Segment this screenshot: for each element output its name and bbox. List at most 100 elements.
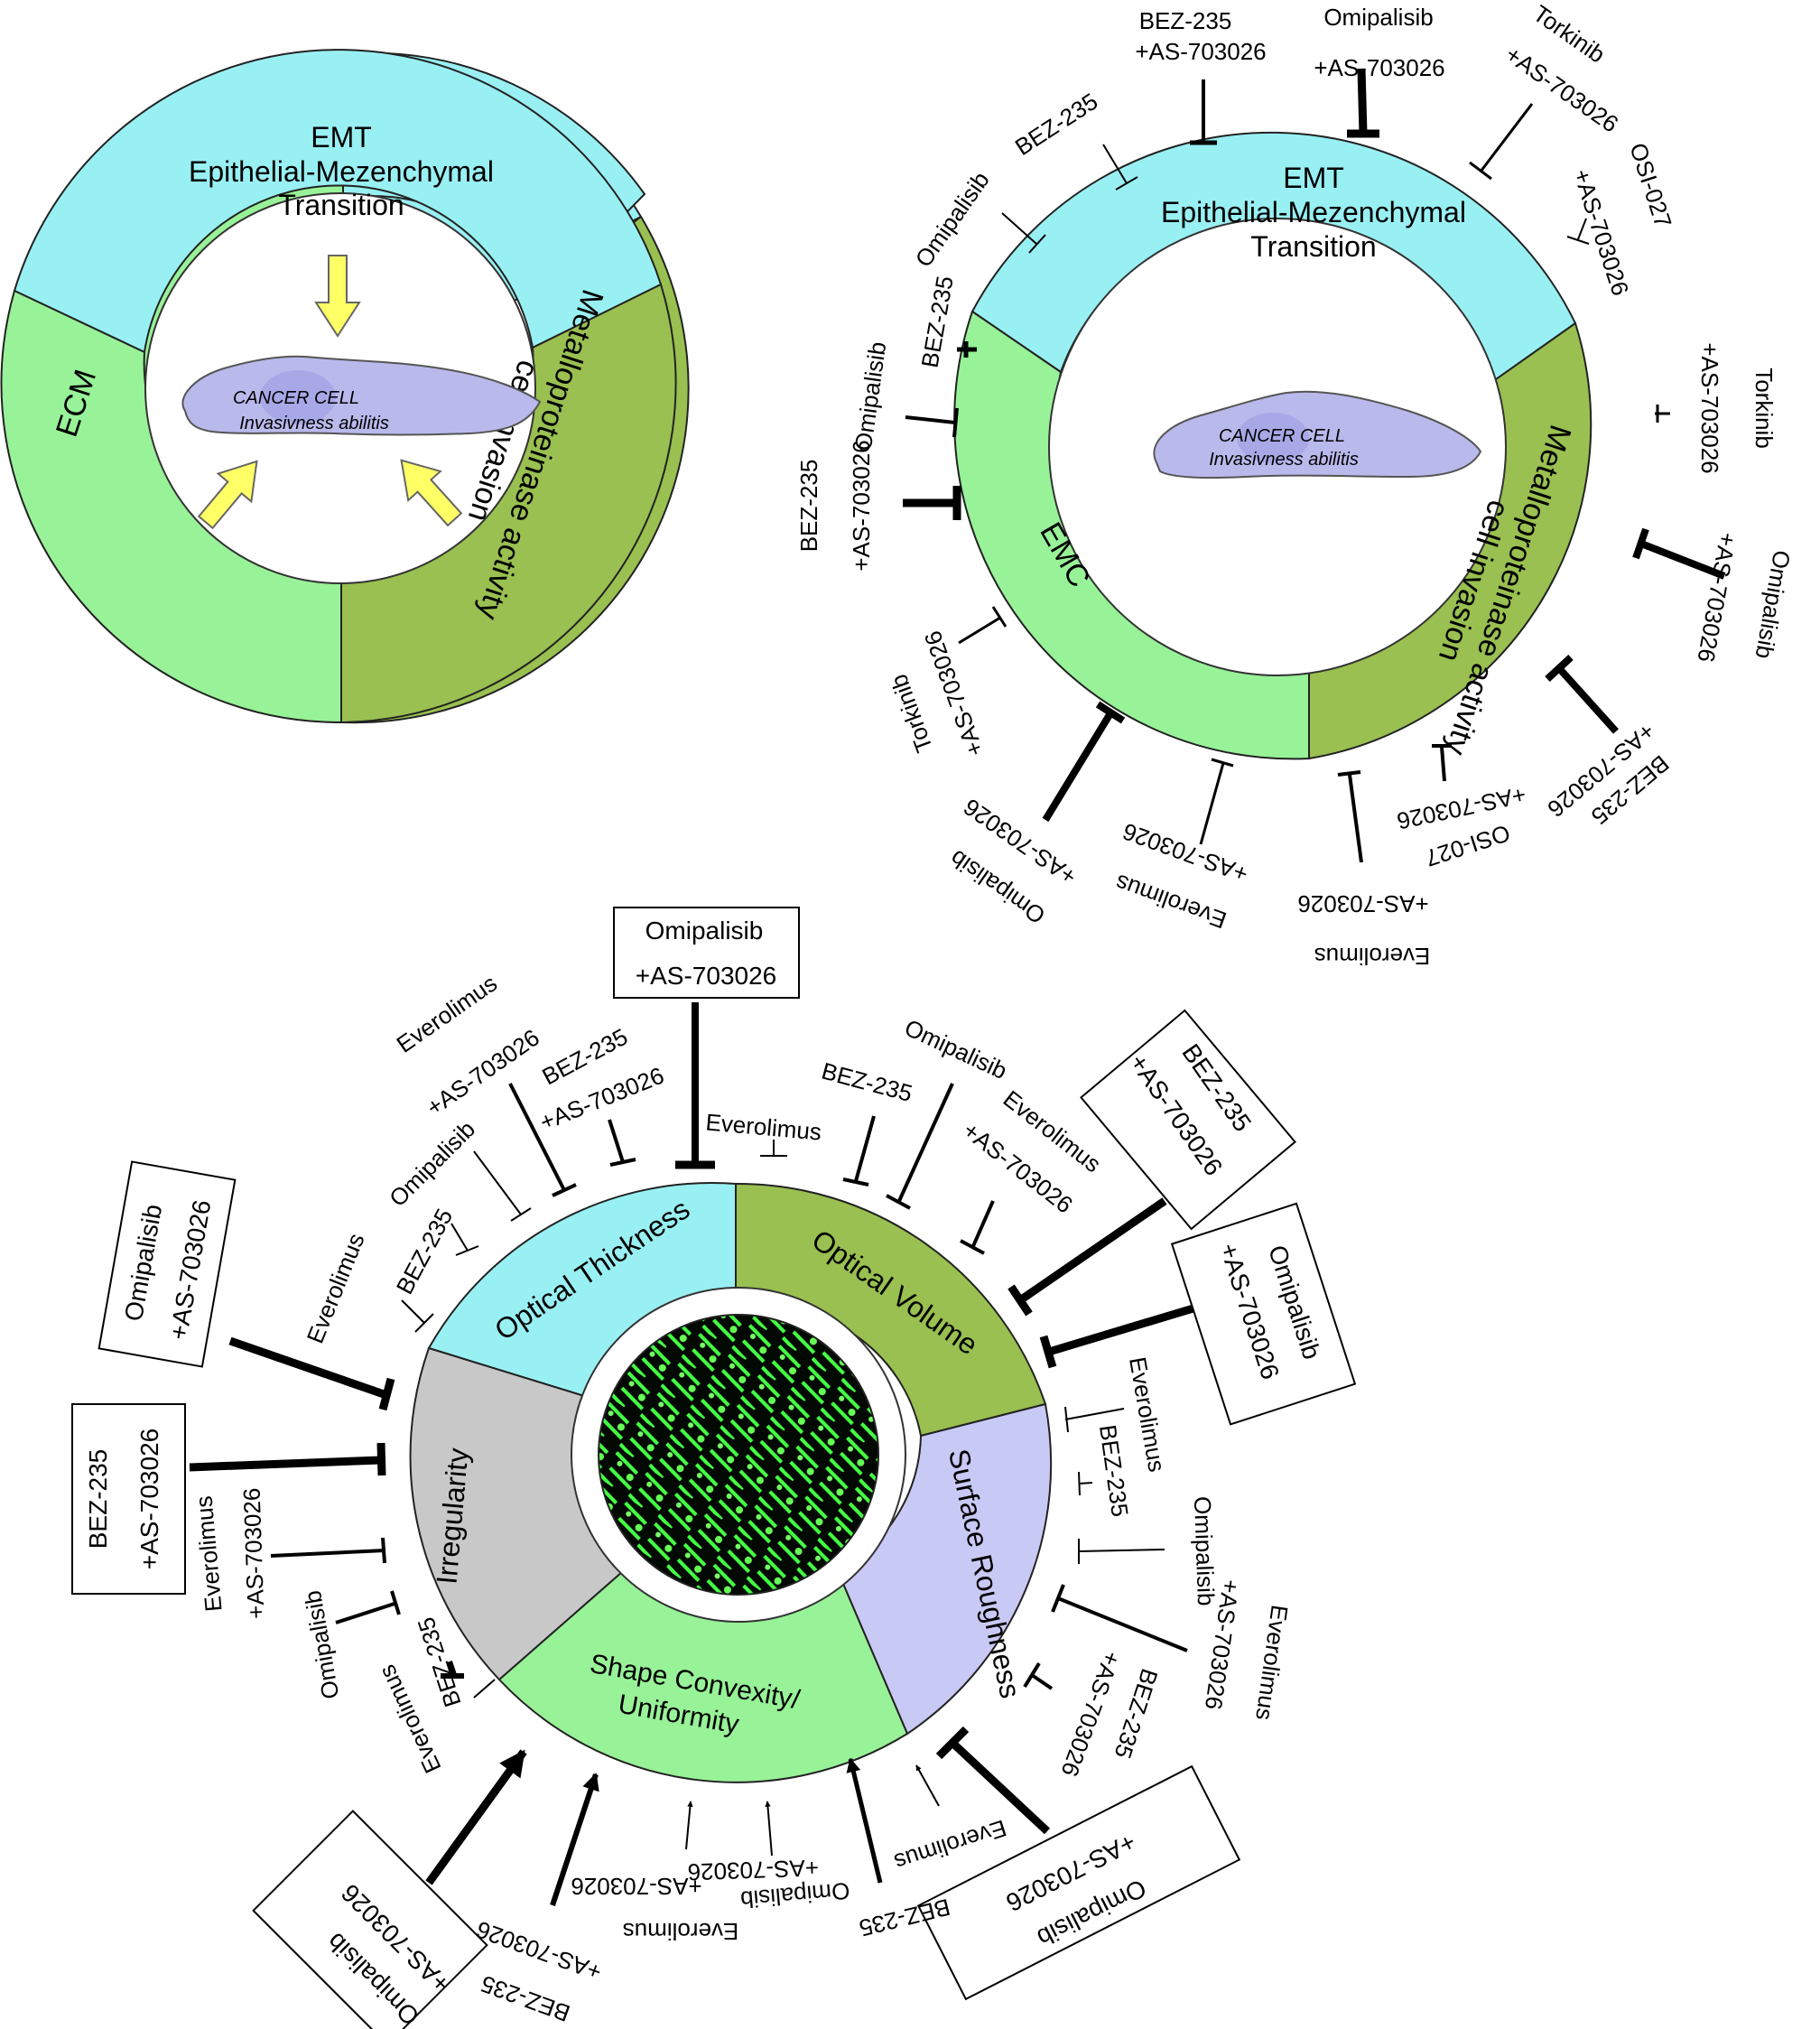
d3-c1-arrow: [915, 1764, 940, 1807]
d2-cell-line2: Invasivness abilitis: [1209, 450, 1359, 470]
d3-v2: BEZ-235: [819, 1057, 915, 1108]
d3-i3: Omipalisib: [299, 1588, 345, 1701]
d3-r4-line: [1051, 1584, 1188, 1652]
d2-inh-3: [1469, 103, 1534, 181]
d3-box-i5: [71, 1403, 186, 1595]
d1-arrow-down: [314, 255, 361, 338]
d3-r2: BEZ-235: [1094, 1423, 1134, 1519]
d3-c4-a: Everolimus: [623, 1918, 739, 1945]
d3-r3: Omipalisib: [1189, 1496, 1220, 1606]
d2-d8-a: Omipalisib: [850, 340, 892, 452]
d1-sector-emt: [13, 49, 663, 354]
d2-inh-17: [1042, 701, 1126, 823]
d2-emt-line3: Transition: [1250, 230, 1376, 263]
d3-i2-line: [441, 1661, 464, 1679]
diagram3-connectors: [189, 1002, 1207, 1906]
d1-emt-line3: Transition: [278, 189, 404, 221]
d3-c5-a: BEZ-235: [478, 1970, 574, 2027]
d3-r1-line: [1064, 1406, 1125, 1433]
d1-cell-line1: CANCER CELL: [233, 388, 359, 408]
diagram3-boxes: [71, 907, 1357, 2029]
d3-i5-line: [189, 1442, 386, 1476]
d2-d15-b: +AS-703026: [1297, 890, 1428, 917]
d2-d6-a: OSI-027: [1624, 140, 1676, 231]
d3-t2: BEZ-235: [391, 1204, 459, 1298]
d2-d1-b: +AS-703026: [1135, 38, 1266, 65]
d2-d9-b: +AS-703026: [1696, 342, 1723, 473]
d2-cell-line1: CANCER CELL: [1219, 426, 1345, 446]
d1-emt-line2: Epithelial-Mezenchymal: [189, 155, 494, 188]
d3-v1-line: [760, 1140, 787, 1157]
d3-fluorescence-image: [598, 1314, 879, 1596]
d2-inh-5: [1001, 212, 1046, 254]
d3-v2-line: [842, 1115, 876, 1187]
d3-c5-arrow: [550, 1773, 599, 1906]
d2-emt-line2: Epithelial-Mezenchymal: [1161, 196, 1466, 228]
d3-v1: Everolimus: [704, 1108, 822, 1145]
d3-t4-b: +AS-703026: [422, 1024, 544, 1122]
d3-t1: Everolimus: [302, 1229, 370, 1346]
d3-r6-line: [935, 1726, 1051, 1835]
d1-cell-line2: Invasivness abilitis: [239, 414, 389, 433]
d2-inh-15: [1337, 770, 1363, 863]
diagram2-cell: CANCER CELL Invasivness abilitis: [1153, 390, 1482, 479]
d3-box-c6: [252, 1810, 488, 2029]
d3-v3-line: [886, 1083, 954, 1210]
d2-d10-a: BEZ-235: [795, 460, 822, 553]
d2-inh-1: [1190, 79, 1217, 145]
d3-r5-line: [1023, 1661, 1054, 1690]
d3-i6-line: [228, 1336, 395, 1411]
d3-box-r6: [916, 1764, 1241, 2001]
d2-d5-a: Omipalisib: [910, 167, 995, 273]
d2-d2-a: Omipalisib: [1323, 4, 1433, 31]
d3-r5-b: +AS-703026: [1056, 1648, 1127, 1781]
d1-emt-line1: EMT: [311, 121, 372, 154]
d3-box-t6: [613, 907, 800, 999]
d2-d7-a: BEZ-235: [915, 274, 958, 369]
d2-d15-a: Everolimus: [1314, 943, 1431, 970]
d2-inh-10: [958, 606, 1008, 645]
d2-d16-a: Everolimus: [1111, 869, 1230, 934]
d2-inh-14: [1432, 744, 1452, 782]
d3-r2-line: [1078, 1471, 1093, 1496]
d3-sector-roughness: [836, 1402, 1053, 1736]
d3-i4-b: +AS-703026: [237, 1487, 269, 1619]
d2-nucleus: [1237, 413, 1309, 463]
diagram2-inhibitors: [903, 68, 1726, 863]
d3-i5-a: BEZ-235: [84, 1449, 112, 1550]
d3-t1-line: [401, 1299, 434, 1333]
d1-arrow-up-right: [400, 459, 463, 527]
diagram3-sectors: [409, 1182, 1053, 1783]
d2-d9-a: Torkinib: [1750, 368, 1778, 449]
d3-r1: Everolimus: [1124, 1355, 1171, 1475]
d3-box-v6: [1170, 1202, 1357, 1426]
d2-inh-6: [1566, 218, 1590, 245]
d3-i2: BEZ-235: [412, 1614, 466, 1710]
d2-inh-13: [1545, 655, 1619, 734]
d3-v6-line: [1039, 1300, 1207, 1369]
d3-t4-a: Everolimus: [392, 969, 503, 1057]
d3-v3: Omipalisib: [900, 1014, 1011, 1084]
d3-c2-arrow: [846, 1757, 883, 1884]
d3-i1-line: [473, 1679, 496, 1699]
d3-t4-line: [508, 1083, 577, 1197]
d2-d6-b: +AS-703026: [1568, 165, 1634, 298]
d3-c6-arrow: [425, 1749, 527, 1885]
d2-d1-a: BEZ-235: [1139, 7, 1232, 34]
d2-inh-11: [1655, 405, 1670, 423]
d3-i3-line: [335, 1590, 401, 1624]
d3-v4-line: [960, 1200, 995, 1255]
d3-t3: Omipalisib: [384, 1115, 480, 1212]
d2-d11-b: +AS-703026: [1692, 530, 1741, 664]
d3-t3-line: [473, 1150, 532, 1222]
d3-box-v5: [1080, 1009, 1296, 1231]
d2-inh-4: [1102, 144, 1138, 191]
d2-d4-a: BEZ-235: [1010, 88, 1102, 161]
d2-d12-a: Torkinib: [885, 671, 938, 756]
d2-d10-b: +AS-703026: [848, 440, 875, 571]
d2-inh-12: [1632, 527, 1726, 580]
d3-t6-b: +AS-703026: [636, 962, 776, 990]
d2-d2-b: +AS-703026: [1314, 54, 1444, 81]
